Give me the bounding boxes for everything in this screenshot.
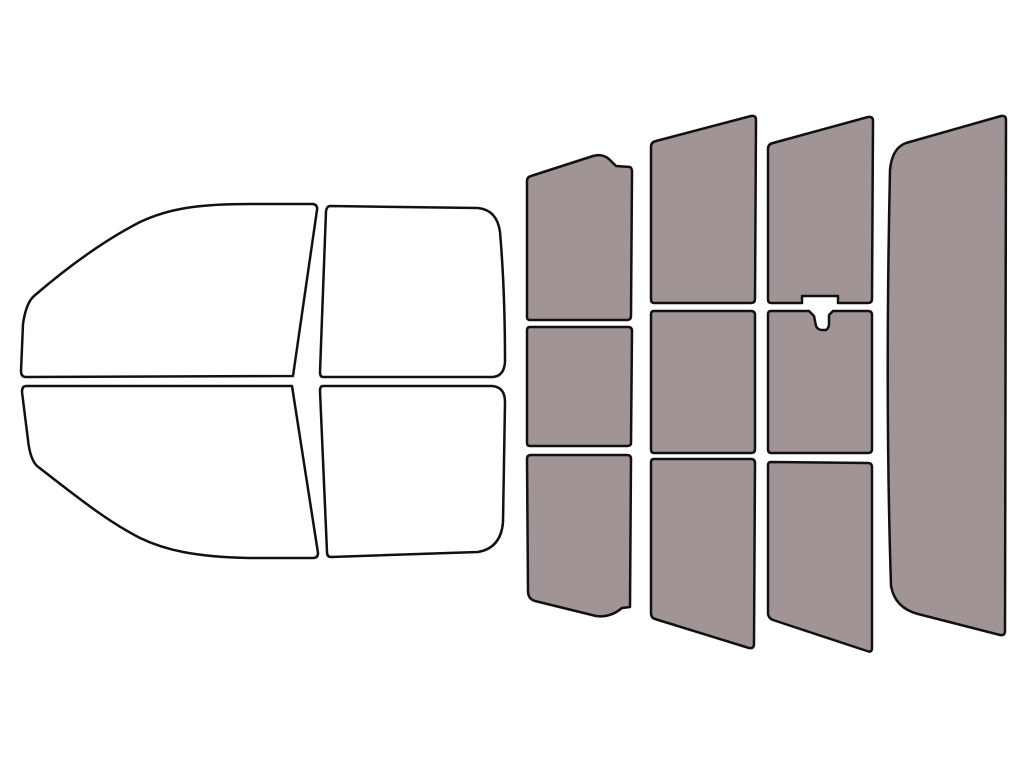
rear-door-upper-left-pane[interactable] (318, 204, 507, 379)
front-door-lower-left-pane[interactable] (20, 384, 320, 560)
back-right-lower-pane[interactable] (766, 460, 874, 653)
back-right-upper-pane[interactable] (766, 115, 875, 305)
rear-door-middle-right-pane[interactable] (525, 325, 634, 448)
rear-door-lower-left-pane[interactable] (318, 384, 507, 559)
back-left-lower-pane[interactable] (649, 457, 757, 650)
back-left-middle-pane[interactable] (649, 309, 757, 455)
back-right-middle-pane[interactable] (766, 309, 874, 455)
rear-door-lower-right-pane[interactable] (525, 453, 633, 618)
front-door-upper-left-pane[interactable] (19, 202, 319, 379)
rear-door-upper-right-pane[interactable] (525, 153, 634, 322)
front-door-right-pane[interactable] (886, 114, 1008, 637)
back-left-upper-pane[interactable] (649, 114, 758, 305)
